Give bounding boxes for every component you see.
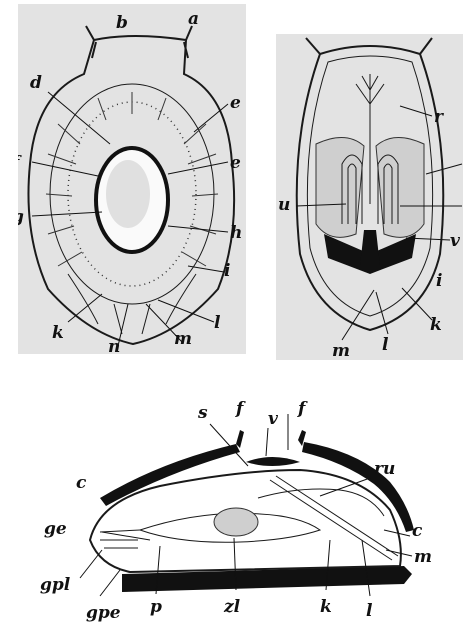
fig2-label-l: l <box>382 335 389 355</box>
fig1-label-l: l <box>214 313 221 333</box>
fig1-label-m: m <box>174 329 192 349</box>
fig1-label-d: d <box>30 73 42 93</box>
fig3-label-s: s <box>197 403 208 423</box>
fig1-label-e-lower: e <box>230 153 241 173</box>
fig3-label-gpl: gpl <box>40 575 71 595</box>
fig1-label-h: h <box>230 223 242 243</box>
dorsal-view-drawing: b a d e f e g h i k l m n <box>18 4 246 354</box>
fig3-label-f-right: f <box>297 399 308 419</box>
fig1-label-g: g <box>18 207 24 227</box>
fig1-label-a: a <box>188 9 199 29</box>
fig3-label-ru: ru <box>374 459 395 479</box>
fig3-label-zl: zl <box>223 597 241 617</box>
fig3-label-k: k <box>320 597 332 617</box>
fig3-label-p: p <box>150 597 162 617</box>
fig3-label-ge: ge <box>44 519 67 539</box>
ventral-view-drawing: r u v i k m l <box>276 34 463 360</box>
figure-longitudinal-section: s f v f c ru ge c m gpl gpe p zl k l <box>40 390 463 627</box>
right-stippled-lobe <box>376 137 424 237</box>
carapace-top-dorsal <box>236 430 244 448</box>
fig2-label-v: v <box>450 231 461 251</box>
fig1-label-i: i <box>224 261 230 281</box>
fig3-label-m: m <box>414 547 432 567</box>
fig3-label-v: v <box>268 409 279 429</box>
dorsal-vessel <box>246 457 300 466</box>
fig1-label-b: b <box>116 13 128 33</box>
fig1-label-k: k <box>52 323 64 343</box>
carapace-right <box>302 442 414 532</box>
fig1-label-n: n <box>108 337 120 354</box>
fig3-label-c-right: c <box>412 521 423 541</box>
fig3-label-gpe: gpe <box>86 603 121 623</box>
left-stippled-lobe <box>316 137 364 237</box>
section-drawing: s f v f c ru ge c m gpl gpe p zl k l <box>40 390 463 627</box>
fig3-label-f-left: f <box>235 399 246 419</box>
figure-dorsal-view: b a d e f e g h i k l m n <box>18 4 246 354</box>
fig1-label-e-upper: e <box>230 93 241 113</box>
fig2-label-k: k <box>430 315 442 335</box>
fig1-label-f: f <box>18 153 22 173</box>
fig3-label-l: l <box>366 601 373 621</box>
oval-stipple <box>106 160 150 228</box>
fig2-label-i: i <box>436 271 442 291</box>
fig3-label-c-left: c <box>76 473 87 493</box>
tubule <box>258 489 384 516</box>
black-center <box>360 230 380 266</box>
fig2-label-r: r <box>434 107 444 127</box>
stippled-mass <box>214 508 258 536</box>
figure-ventral-view: r u v i k m l <box>276 34 463 360</box>
fig2-label-m: m <box>332 341 350 360</box>
fig2-label-u: u <box>278 195 290 215</box>
